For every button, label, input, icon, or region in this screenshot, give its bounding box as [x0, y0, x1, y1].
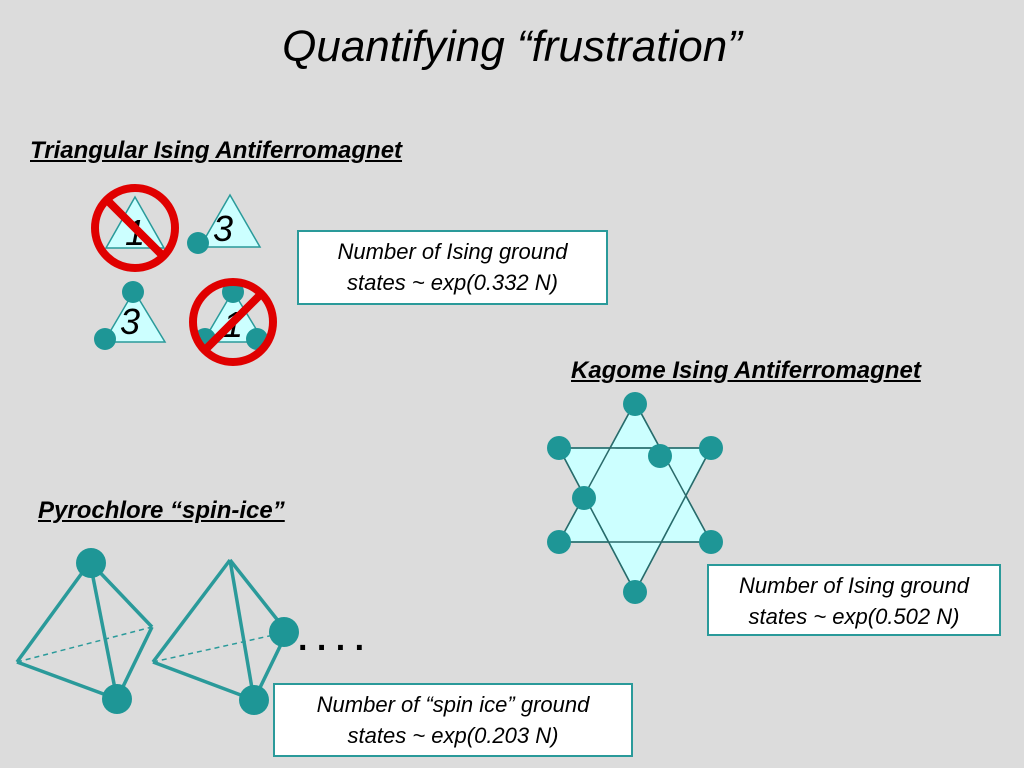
- spin-dot: [94, 328, 116, 350]
- tetrahedron-1: [15, 548, 154, 714]
- forbidden-icon: [91, 184, 179, 272]
- spin-dot: [76, 548, 106, 578]
- triangle-plaquette-4: 1: [189, 278, 277, 366]
- triangle-shape: [102, 289, 167, 343]
- spin-dot: [623, 580, 647, 604]
- triangle-count-label: 3: [213, 208, 233, 249]
- triangle-plaquette-2: 3: [187, 193, 262, 254]
- triangle-plaquette-3: 3: [94, 281, 167, 350]
- triangular-heading: Triangular Ising Antiferromagnet: [30, 137, 403, 164]
- spin-dot: [572, 486, 596, 510]
- triangular-ground-states-box: Number of Ising ground states ~ exp(0.33…: [297, 230, 608, 305]
- spin-dot: [239, 685, 269, 715]
- spin-dot: [102, 684, 132, 714]
- spin-dot: [187, 232, 209, 254]
- triangle-plaquette-1: 1: [91, 184, 179, 272]
- kagome-hexagon-fill: [584, 448, 686, 541]
- spin-dot: [269, 617, 299, 647]
- triangular-box-line2: states ~ exp(0.332 N): [347, 270, 558, 295]
- pyrochlore-heading: Pyrochlore “spin-ice”: [38, 497, 285, 524]
- spin-dot: [699, 436, 723, 460]
- kagome-box-line2: states ~ exp(0.502 N): [748, 604, 960, 629]
- page-title: Quantifying “frustration”: [282, 22, 742, 71]
- spin-dot: [648, 444, 672, 468]
- kagome-heading: Kagome Ising Antiferromagnet: [571, 357, 921, 384]
- continuation-ellipsis: . . . .: [298, 620, 364, 658]
- kagome-ground-states-box: Number of Ising ground states ~ exp(0.50…: [707, 564, 1001, 636]
- pyrochlore-box-line1: Number of “spin ice” ground: [316, 692, 590, 717]
- kagome-star: [547, 392, 723, 604]
- spin-dot: [623, 392, 647, 416]
- kagome-box-line1: Number of Ising ground: [739, 573, 969, 598]
- spin-dot: [699, 530, 723, 554]
- triangular-box-line1: Number of Ising ground: [337, 239, 568, 264]
- tetrahedron-2: [151, 558, 299, 715]
- pyrochlore-ground-states-box: Number of “spin ice” ground states ~ exp…: [273, 683, 633, 757]
- forbidden-icon: [189, 278, 277, 366]
- triangle-count-label: 3: [120, 301, 140, 342]
- spin-dot: [222, 281, 244, 303]
- spin-dot: [547, 436, 571, 460]
- triangle-shape: [198, 193, 262, 248]
- spin-dot: [122, 281, 144, 303]
- pyrochlore-box-line2: states ~ exp(0.203 N): [347, 723, 559, 748]
- spin-dot: [547, 530, 571, 554]
